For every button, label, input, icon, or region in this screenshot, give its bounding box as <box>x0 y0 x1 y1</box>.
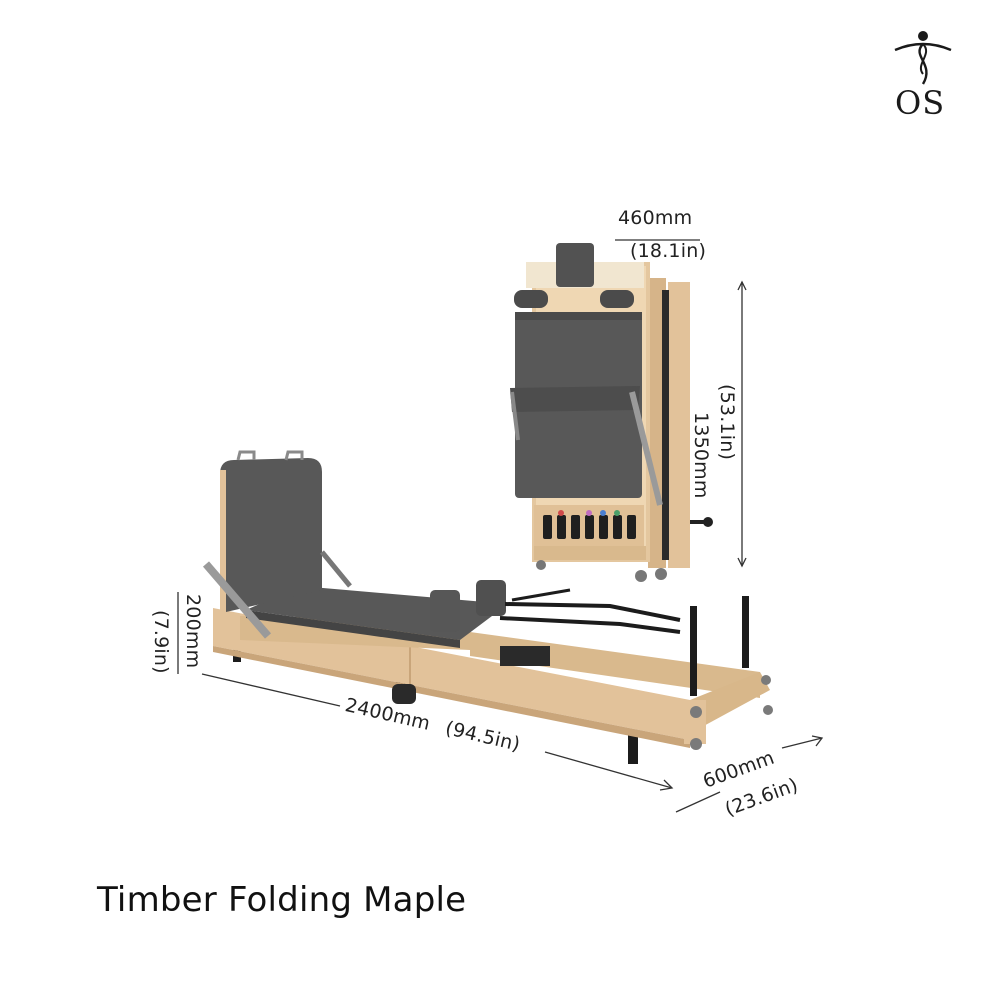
height-mm-label: 200mm <box>182 594 204 669</box>
brand-logo-text: OS <box>895 84 946 122</box>
folded-height-mm-label: 1350mm <box>690 412 712 499</box>
open-reformer <box>202 450 773 764</box>
folded-height-in-label: (53.1in) <box>716 384 738 461</box>
product-name: Timber Folding Maple <box>97 880 467 920</box>
height-in-label: (7.9in) <box>150 610 172 674</box>
folded-width-in-label: (18.1in) <box>630 240 707 262</box>
folded-width-mm-label: 460mm <box>618 207 693 229</box>
dimension-lines <box>177 239 824 813</box>
person-figure-icon <box>894 31 952 85</box>
folded-reformer <box>510 243 713 582</box>
